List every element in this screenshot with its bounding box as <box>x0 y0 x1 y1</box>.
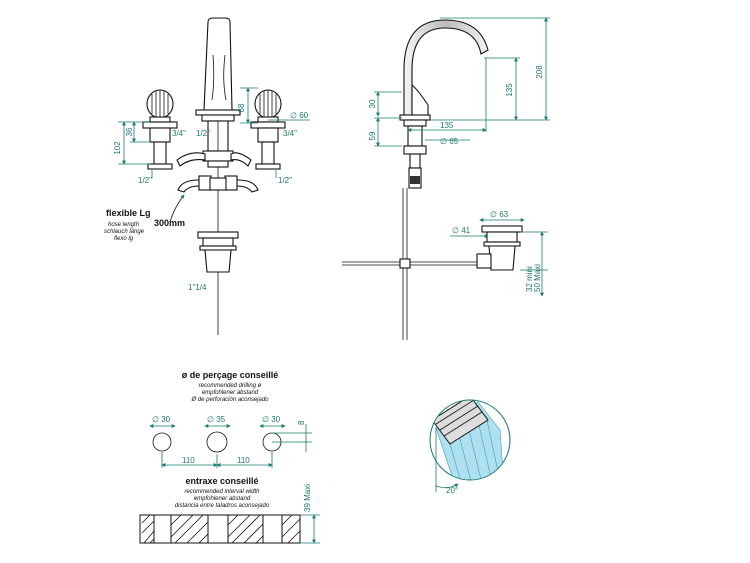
hose-note-line-2: schlauch länge <box>104 229 145 235</box>
aerator-detail: 20° <box>429 399 511 495</box>
dim-hole-right: ∅ 30 <box>262 415 281 424</box>
interval-subtitle-2: empfohlener abstand <box>194 496 251 502</box>
waste-assembly <box>197 190 239 335</box>
drilling-subtitle-2: empfohlener abstand <box>202 390 259 396</box>
dim-offset: 8 <box>297 420 306 425</box>
interval-subtitle-1: recommended interval width <box>184 489 260 495</box>
drilling-subtitle-1: recommended drilling ø <box>199 383 262 389</box>
dim-waste-size: 1"1/4 <box>188 283 207 292</box>
drilling-subtitle-3: Ø de perforación aconsejado <box>190 397 269 403</box>
dim-aerator-angle: 20° <box>446 486 458 495</box>
dim-reach: 135 <box>440 121 454 130</box>
side-view: 208 135 135 ∅ 65 59 30 ∅ 63 ∅ 41 32 mini <box>342 17 550 340</box>
right-handle <box>230 89 286 170</box>
drilling-section: ø de perçage conseillé recommended drill… <box>149 370 312 468</box>
dim-hose-right: 1/2" <box>278 176 292 185</box>
dim-spacing-left: 110 <box>182 456 195 465</box>
dim-body-height: 102 <box>113 141 122 155</box>
interval-section: entraxe conseillé recommended interval w… <box>139 476 320 544</box>
dim-handle-diameter: ∅ 60 <box>290 111 309 120</box>
dim-spout-height-side: 135 <box>505 83 514 97</box>
drill-hole-center <box>206 431 228 453</box>
dim-center-thread: 1/2" <box>196 129 210 138</box>
dim-total-height: 208 <box>535 65 544 79</box>
dim-right-thread: 3/4" <box>283 129 297 138</box>
side-dimensions: 208 135 135 ∅ 65 59 30 ∅ 63 ∅ 41 32 mini <box>368 17 550 297</box>
interval-subtitle-3: distancia entre taladros aconsejado <box>175 503 270 509</box>
countertop-section <box>139 514 301 544</box>
dim-inner-height: 36 <box>125 127 134 136</box>
dim-thickness-min: 32 mini <box>525 266 534 292</box>
dim-thickness-max: 50 Maxi <box>533 264 542 292</box>
side-spout <box>342 19 489 340</box>
dim-lever-height: 30 <box>368 99 377 108</box>
hose-note: flexible Lg hose length schlauch länge f… <box>104 194 185 242</box>
front-view: 68 ∅ 60 3/4" 3/4" 1/2" 102 36 1/2" 1/2" … <box>104 17 310 335</box>
dim-base-diameter: ∅ 65 <box>440 137 459 146</box>
dim-max-thickness: 39 Maxi <box>303 484 312 512</box>
dim-waste-outer: ∅ 63 <box>490 210 509 219</box>
center-spout <box>195 17 241 168</box>
hose-note-title: flexible Lg <box>106 208 151 218</box>
dim-hose-left: 1/2" <box>138 176 152 185</box>
dim-left-thread: 3/4" <box>172 129 186 138</box>
front-dimensions: 68 ∅ 60 3/4" 3/4" 1/2" 102 36 1/2" 1/2" … <box>113 87 310 292</box>
hose-note-line-1: hose length <box>108 222 140 228</box>
side-waste <box>476 225 523 271</box>
dim-waste-inner: ∅ 41 <box>452 226 471 235</box>
dim-base-height: 59 <box>368 131 377 140</box>
left-handle <box>142 89 206 170</box>
flex-hoses <box>177 167 259 193</box>
hose-length: 300mm <box>154 218 185 228</box>
dim-hole-center: ∅ 35 <box>207 415 226 424</box>
drilling-title: ø de perçage conseillé <box>182 370 279 380</box>
hose-note-line-3: flexo lg <box>114 236 134 242</box>
dim-spout-height: 68 <box>237 103 246 112</box>
interval-title: entraxe conseillé <box>185 476 258 486</box>
dim-hole-left: ∅ 30 <box>152 415 171 424</box>
dim-spacing-right: 110 <box>237 456 250 465</box>
drill-hole-left <box>152 432 172 452</box>
